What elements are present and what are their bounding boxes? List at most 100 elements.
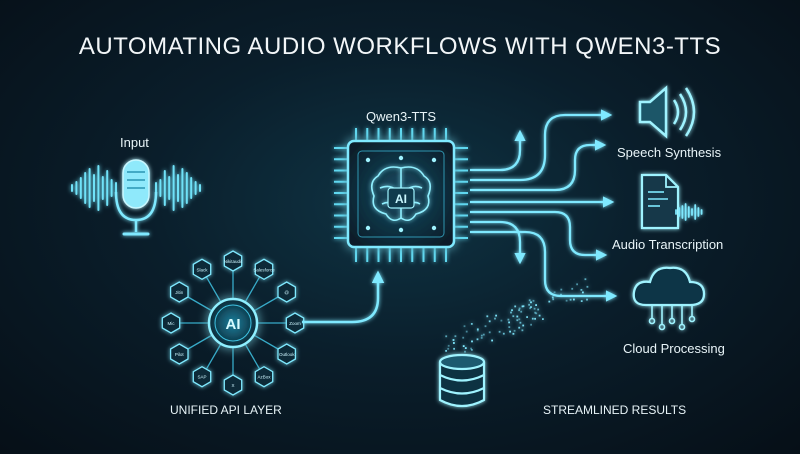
api-hub-icon [207, 297, 259, 349]
data-particle [516, 315, 519, 318]
data-particle [530, 323, 532, 326]
data-particle [528, 303, 530, 306]
speaker-icon [638, 85, 696, 139]
data-particle [534, 311, 536, 314]
data-particle [535, 312, 538, 315]
data-particle [470, 323, 473, 325]
api-node-hexagon [223, 250, 243, 272]
data-particle [530, 306, 532, 308]
data-particle [508, 326, 511, 328]
data-particle [518, 326, 521, 329]
data-particle [447, 344, 450, 347]
api-node-label: AzBox [257, 375, 271, 380]
api-node-label: Nikitaudit [224, 259, 243, 264]
data-particle [500, 319, 503, 322]
data-particle [537, 308, 540, 311]
data-particle [513, 329, 516, 332]
data-particle [526, 316, 528, 318]
api-node-hexagon [277, 343, 297, 365]
data-particle [580, 300, 583, 302]
data-particle [454, 335, 457, 338]
data-particle [453, 347, 455, 350]
data-particle [486, 315, 489, 318]
data-particle [529, 307, 531, 310]
data-particle [494, 317, 496, 320]
data-particle [463, 325, 466, 328]
data-particle [521, 329, 524, 332]
data-particle [476, 329, 479, 332]
data-particle [518, 307, 521, 310]
api-to-engine-arrow [302, 270, 385, 324]
api-node-label: Outlook [279, 352, 295, 357]
data-particle [488, 320, 491, 323]
api-node-hexagon [254, 258, 274, 281]
chip-ai-text: AI [395, 192, 407, 206]
results-label: STREAMLINED RESULTS [543, 403, 687, 417]
data-particle [484, 325, 487, 328]
data-particle [535, 304, 537, 306]
data-particle [508, 321, 510, 324]
data-particle [509, 330, 511, 333]
data-particle [464, 347, 467, 349]
data-particle [576, 283, 578, 286]
data-particle [512, 315, 515, 318]
data-particle [471, 340, 473, 343]
api-node-hexagon [223, 374, 243, 396]
data-particle [521, 305, 524, 308]
data-particle [552, 298, 555, 301]
data-particle [491, 339, 493, 342]
database-icon [438, 353, 486, 408]
data-particle [480, 337, 483, 339]
data-particle [464, 350, 466, 353]
api-node-hexagon [285, 312, 305, 334]
document-waveform-icon [640, 173, 703, 230]
api-hub-text: AI [226, 316, 241, 333]
data-particle [470, 347, 472, 350]
data-particle [518, 318, 521, 321]
api-node-hexagon [277, 281, 297, 303]
data-particle [453, 342, 455, 344]
microphone-icon [114, 159, 158, 236]
data-particle [488, 331, 491, 334]
data-particle [522, 324, 525, 327]
data-particle [452, 339, 455, 341]
data-particle [573, 298, 575, 301]
page-title: AUTOMATING AUDIO WORKFLOWS WITH QWEN3-TT… [78, 33, 722, 60]
data-particle [465, 330, 468, 333]
data-particle [516, 319, 519, 322]
data-particle [534, 317, 536, 320]
data-particle [586, 298, 588, 301]
data-particle [551, 296, 554, 299]
data-particle [569, 298, 572, 301]
api-node-label: Pilot [175, 352, 185, 357]
data-particle [498, 330, 501, 333]
data-particle [445, 335, 448, 338]
ai-chip-icon [334, 128, 468, 262]
data-particle [584, 278, 587, 281]
cloud-icon [632, 266, 706, 331]
api-node-label: Mic [168, 321, 176, 326]
input-label: Input [120, 135, 149, 150]
data-particle [538, 314, 541, 317]
data-particle [471, 349, 473, 351]
data-particle [522, 305, 525, 308]
data-particle [532, 299, 535, 302]
api-node-hexagon [192, 258, 212, 281]
data-particle [510, 311, 512, 314]
data-particle [560, 293, 562, 296]
engine-label: Qwen3-TTS [366, 109, 437, 124]
data-particle-stream [445, 278, 589, 353]
data-particle [531, 317, 534, 320]
api-node-label: Zoom [289, 321, 301, 326]
api-node-label: Slack [196, 267, 208, 272]
output-label-speech-synthesis: Speech Synthesis [617, 145, 722, 160]
data-particle [502, 332, 505, 335]
data-particle [480, 334, 483, 337]
api-node-hexagon [192, 365, 212, 388]
data-particle [530, 301, 532, 304]
api-node-label: Salesforce [253, 267, 275, 272]
data-particle [586, 285, 589, 288]
data-particle [512, 332, 515, 335]
api-node-label: SAP [197, 375, 206, 380]
